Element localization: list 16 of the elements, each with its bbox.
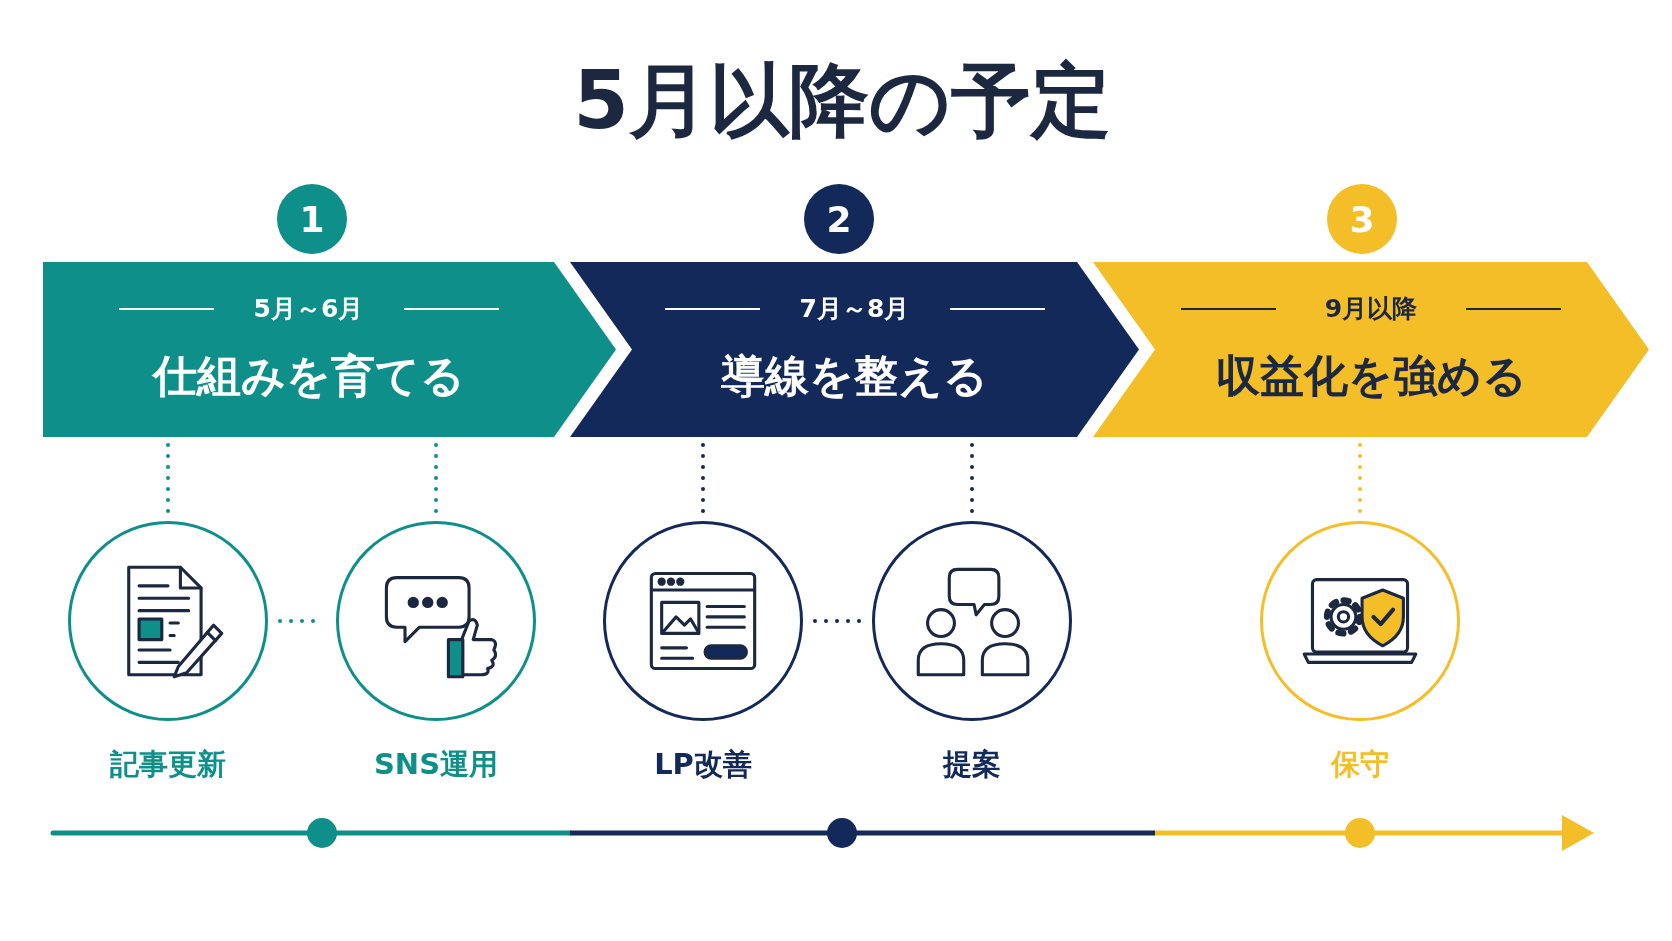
- item-label: 記事更新: [109, 746, 227, 783]
- item-label: SNS運用: [372, 746, 499, 783]
- phase-title: 導線を整える: [720, 349, 989, 403]
- phase-title: 仕組みを育てる: [151, 349, 466, 403]
- item-label: 保守: [1329, 746, 1390, 783]
- phase-title: 収益化を強める: [1214, 349, 1528, 403]
- step-number-badge: 2: [804, 184, 874, 254]
- date-range: 7月～8月: [798, 293, 911, 325]
- step-number-badge: 3: [1327, 184, 1397, 254]
- date-range: 5月～6月: [252, 293, 365, 325]
- item-label: LP改善: [653, 746, 753, 783]
- date-range: 9月以降: [1323, 293, 1419, 325]
- title: 5月以降の予定: [572, 53, 1112, 149]
- item-label: 提案: [941, 746, 1002, 783]
- dotted-connector: [813, 619, 862, 623]
- step-number-badge: 1: [277, 184, 347, 254]
